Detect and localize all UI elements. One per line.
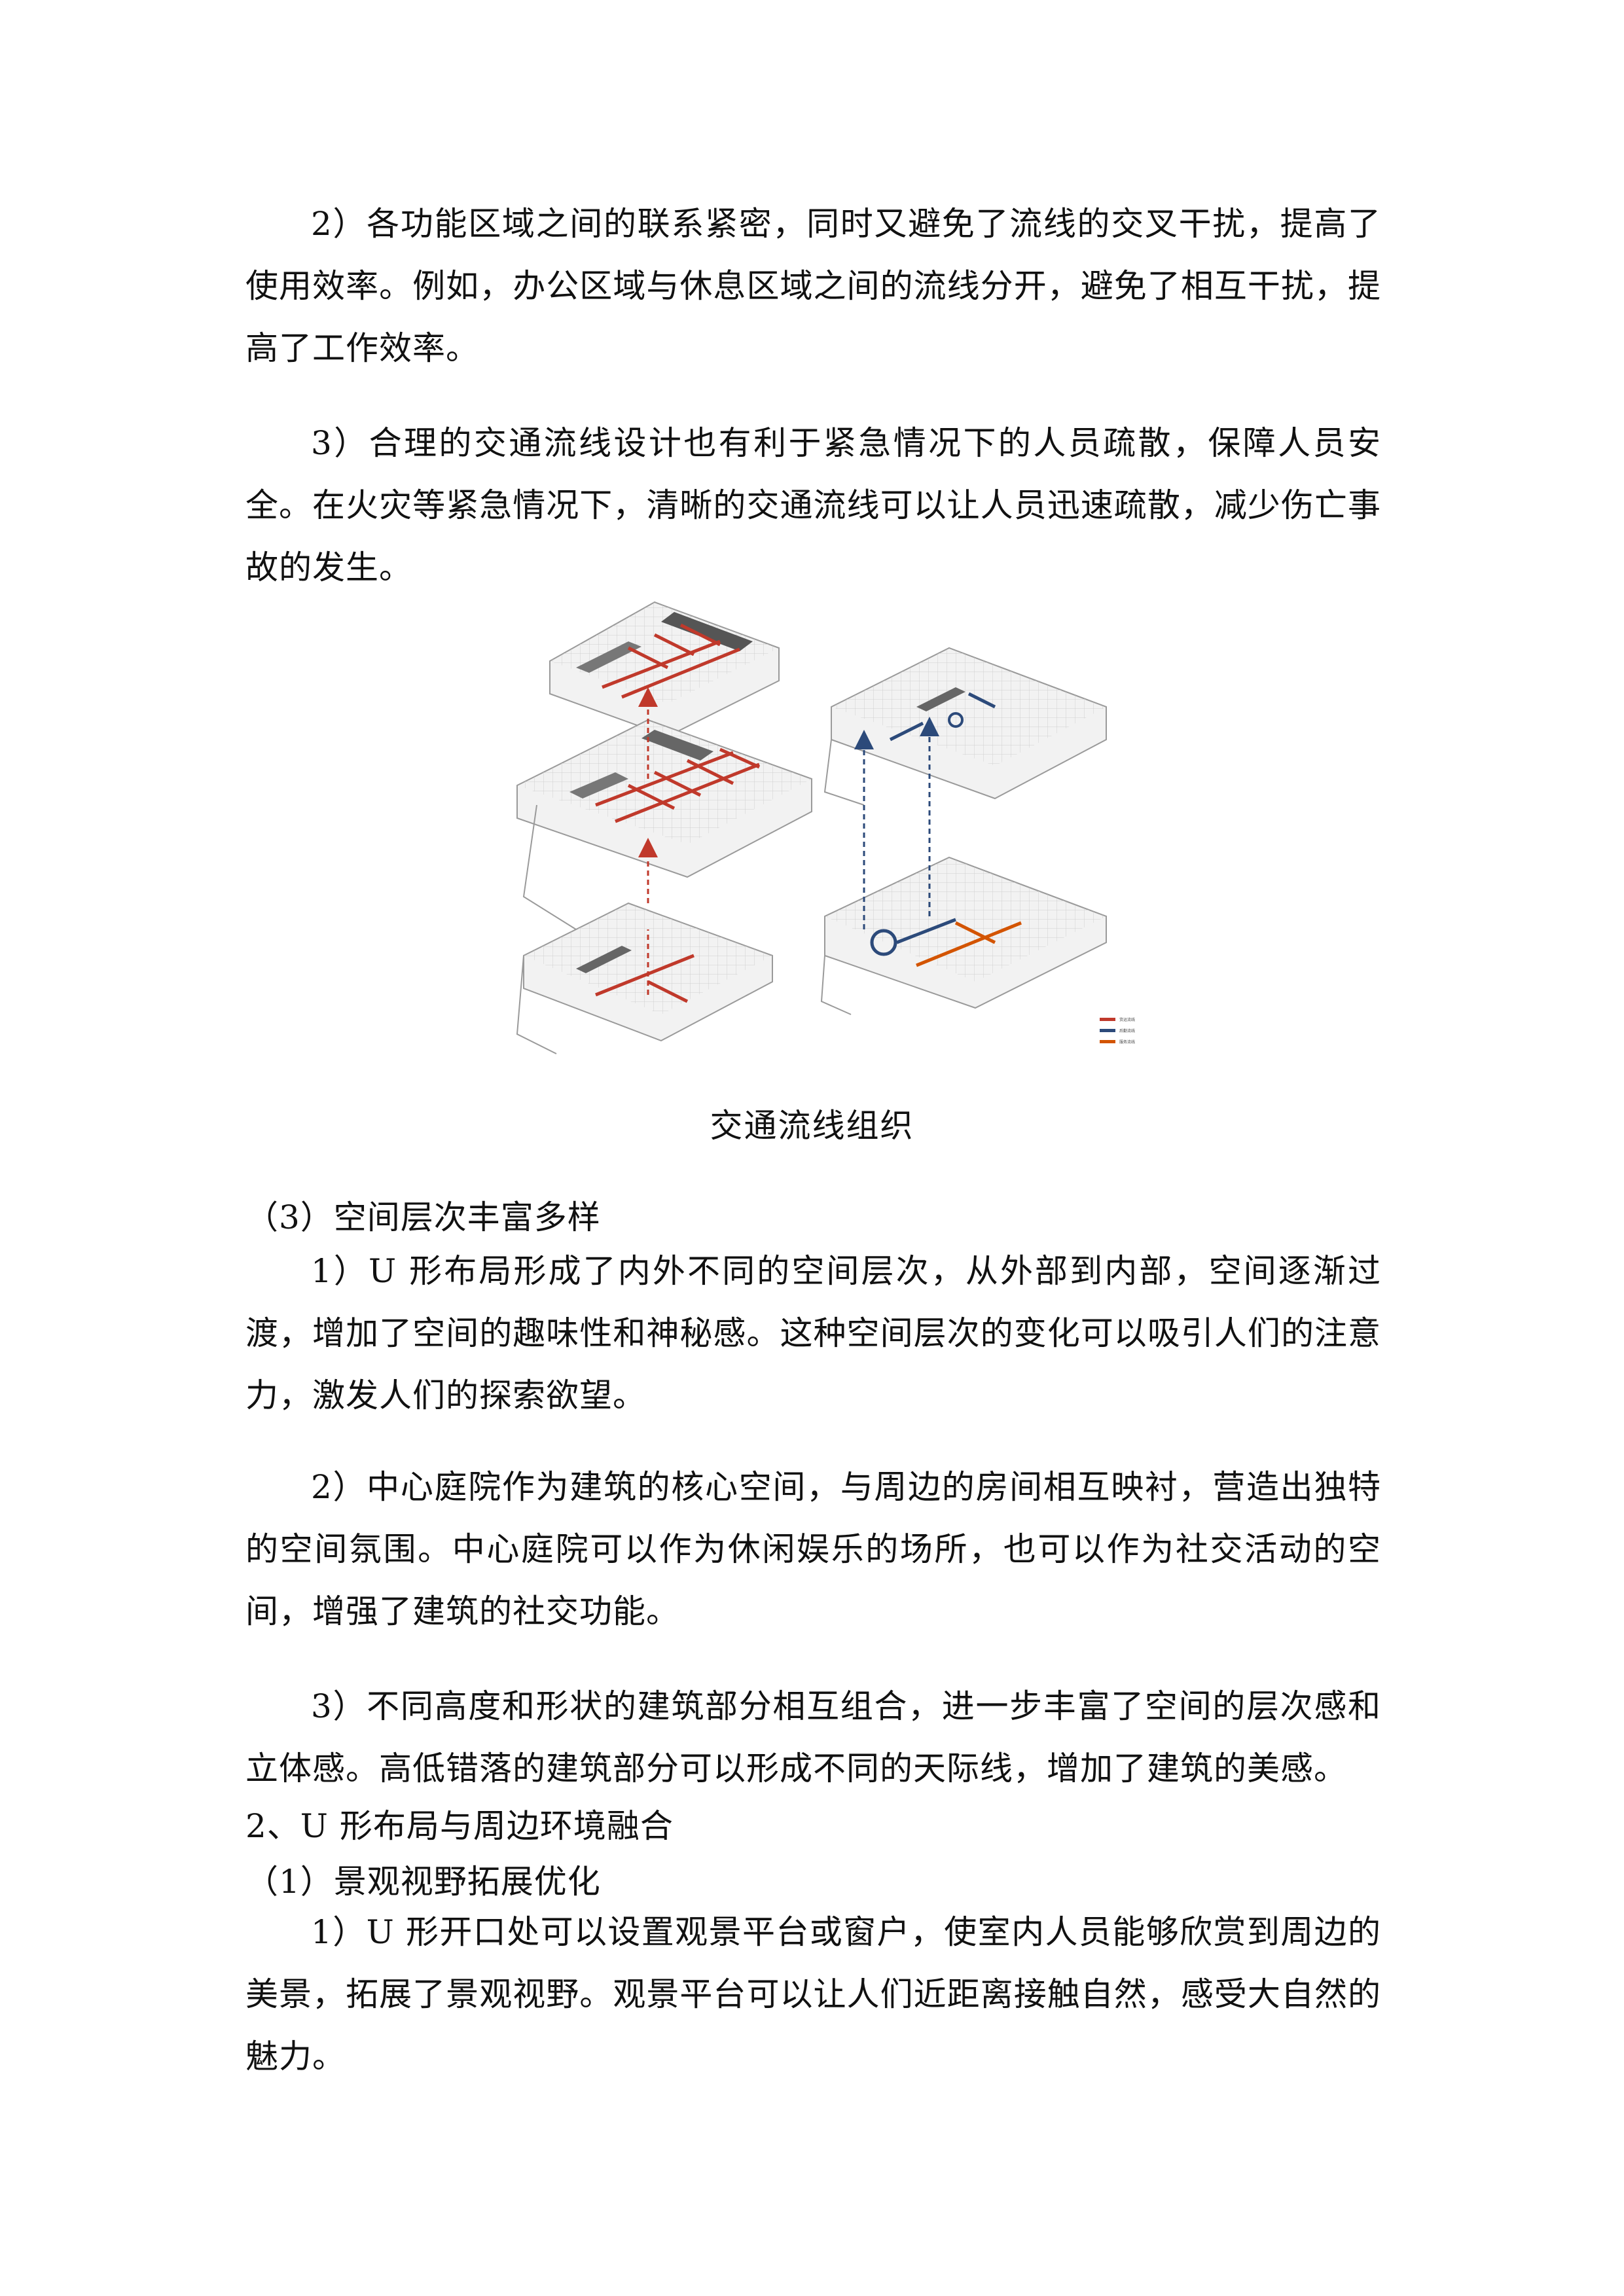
right-top-floor-plan: [823, 647, 1107, 806]
circulation-diagram: 货运流线 后勤流线 服务流线: [497, 589, 1178, 1060]
section-heading-landscape-view: （1）景观视野拓展优化: [245, 1863, 601, 1901]
legend-swatch-orange: [1100, 1040, 1115, 1043]
diagram-legend: 货运流线 后勤流线 服务流线: [1100, 1017, 1135, 1045]
figure-caption: 交通流线组织: [710, 1107, 914, 1145]
circulation-diagram-svg: 货运流线 后勤流线 服务流线: [516, 601, 1135, 1054]
paragraph-u-layout-layers: 1）U 形布局形成了内外不同的空间层次，从外部到内部，空间逐渐过渡，增加了空间的…: [245, 1252, 1381, 1414]
paragraph-viewing-platform: 1）U 形开口处可以设置观景平台或窗户，使室内人员能够欣赏到周边的美景，拓展了景…: [245, 1913, 1381, 2075]
legend-label-1: 货运流线: [1119, 1017, 1135, 1022]
legend-label-3: 服务流线: [1119, 1039, 1135, 1045]
legend-swatch-blue: [1100, 1029, 1115, 1032]
legend-label-2: 后勤流线: [1119, 1028, 1135, 1033]
paragraph-usage-efficiency: 2）各功能区域之间的联系紧密，同时又避免了流线的交叉干扰，提高了使用效率。例如，…: [245, 205, 1381, 367]
legend-swatch-red: [1100, 1018, 1115, 1021]
paragraph-central-courtyard: 2）中心庭院作为建筑的核心空间，与周边的房间相互映衬，营造出独特的空间氛围。中心…: [245, 1468, 1381, 1630]
section-heading-spatial-layers: （3）空间层次丰富多样: [245, 1198, 601, 1236]
paragraph-emergency-evacuation: 3）合理的交通流线设计也有利于紧急情况下的人员疏散，保障人员安全。在火灾等紧急情…: [245, 424, 1381, 586]
left-top-floor-plan: [549, 601, 780, 738]
right-bottom-floor-plan: [820, 856, 1107, 1015]
section-heading-environment-integration: 2、U 形布局与周边环境融合: [245, 1807, 674, 1845]
left-bottom-floor-plan: [516, 902, 773, 1054]
paragraph-building-heights: 3）不同高度和形状的建筑部分相互组合，进一步丰富了空间的层次感和立体感。高低错落…: [245, 1687, 1381, 1787]
left-middle-floor-plan: [516, 719, 812, 930]
